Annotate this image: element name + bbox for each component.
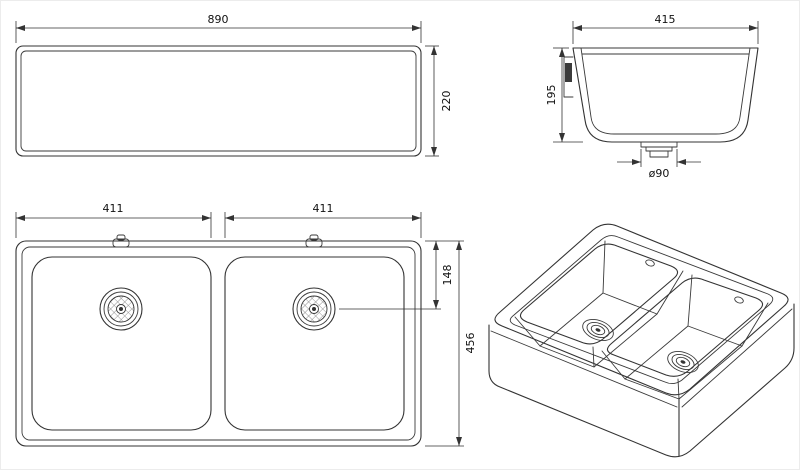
plan-rim-edge (21, 246, 416, 441)
iso-body-silhouette (488, 303, 795, 458)
side-inner-profile (580, 47, 751, 135)
plan-bowl-right (224, 256, 405, 431)
front-rim-outline (20, 50, 417, 152)
dim-plan-bowl-right: 411 (313, 202, 334, 215)
iso-bowl-left-opening (519, 243, 679, 345)
iso-drain-right (667, 350, 699, 374)
dim-side-width: 415 (655, 13, 676, 26)
iso-rim-outer (494, 223, 789, 396)
isometric-view (488, 223, 795, 458)
plan-tap-mark-right (305, 234, 323, 248)
dim-side-drain-diameter: ø90 (649, 167, 670, 180)
plan-outer-edge (15, 240, 422, 447)
side-view (563, 47, 759, 158)
dim-plan-drain-offset: 148 (441, 265, 454, 286)
iso-bowl-wall-edges (514, 240, 769, 400)
side-bracket-clip (565, 63, 572, 82)
plan-dimensions: 411 411 148 456 (15, 202, 477, 447)
dim-plan-bowl-left: 411 (103, 202, 124, 215)
plan-view (15, 234, 422, 447)
side-dimensions: 415 195 ø90 (545, 13, 759, 180)
dim-front-height: 220 (440, 91, 453, 112)
front-view (15, 45, 422, 157)
iso-overflow-left (645, 259, 655, 267)
plan-drain-left (99, 287, 143, 331)
plan-bowl-left (31, 256, 212, 431)
front-dimensions: 890 220 (15, 13, 453, 157)
side-drain-waste (640, 141, 678, 158)
dim-plan-overall-depth: 456 (464, 333, 477, 354)
iso-drain-left (582, 318, 614, 342)
iso-overflow-right (734, 296, 744, 304)
front-outer-outline (15, 45, 422, 157)
dim-front-width: 890 (208, 13, 229, 26)
side-outer-profile (572, 47, 759, 143)
dim-side-depth: 195 (545, 85, 558, 106)
plan-drain-right (292, 287, 336, 331)
plan-tap-mark-left (112, 234, 130, 248)
iso-rim-inner (509, 235, 774, 385)
